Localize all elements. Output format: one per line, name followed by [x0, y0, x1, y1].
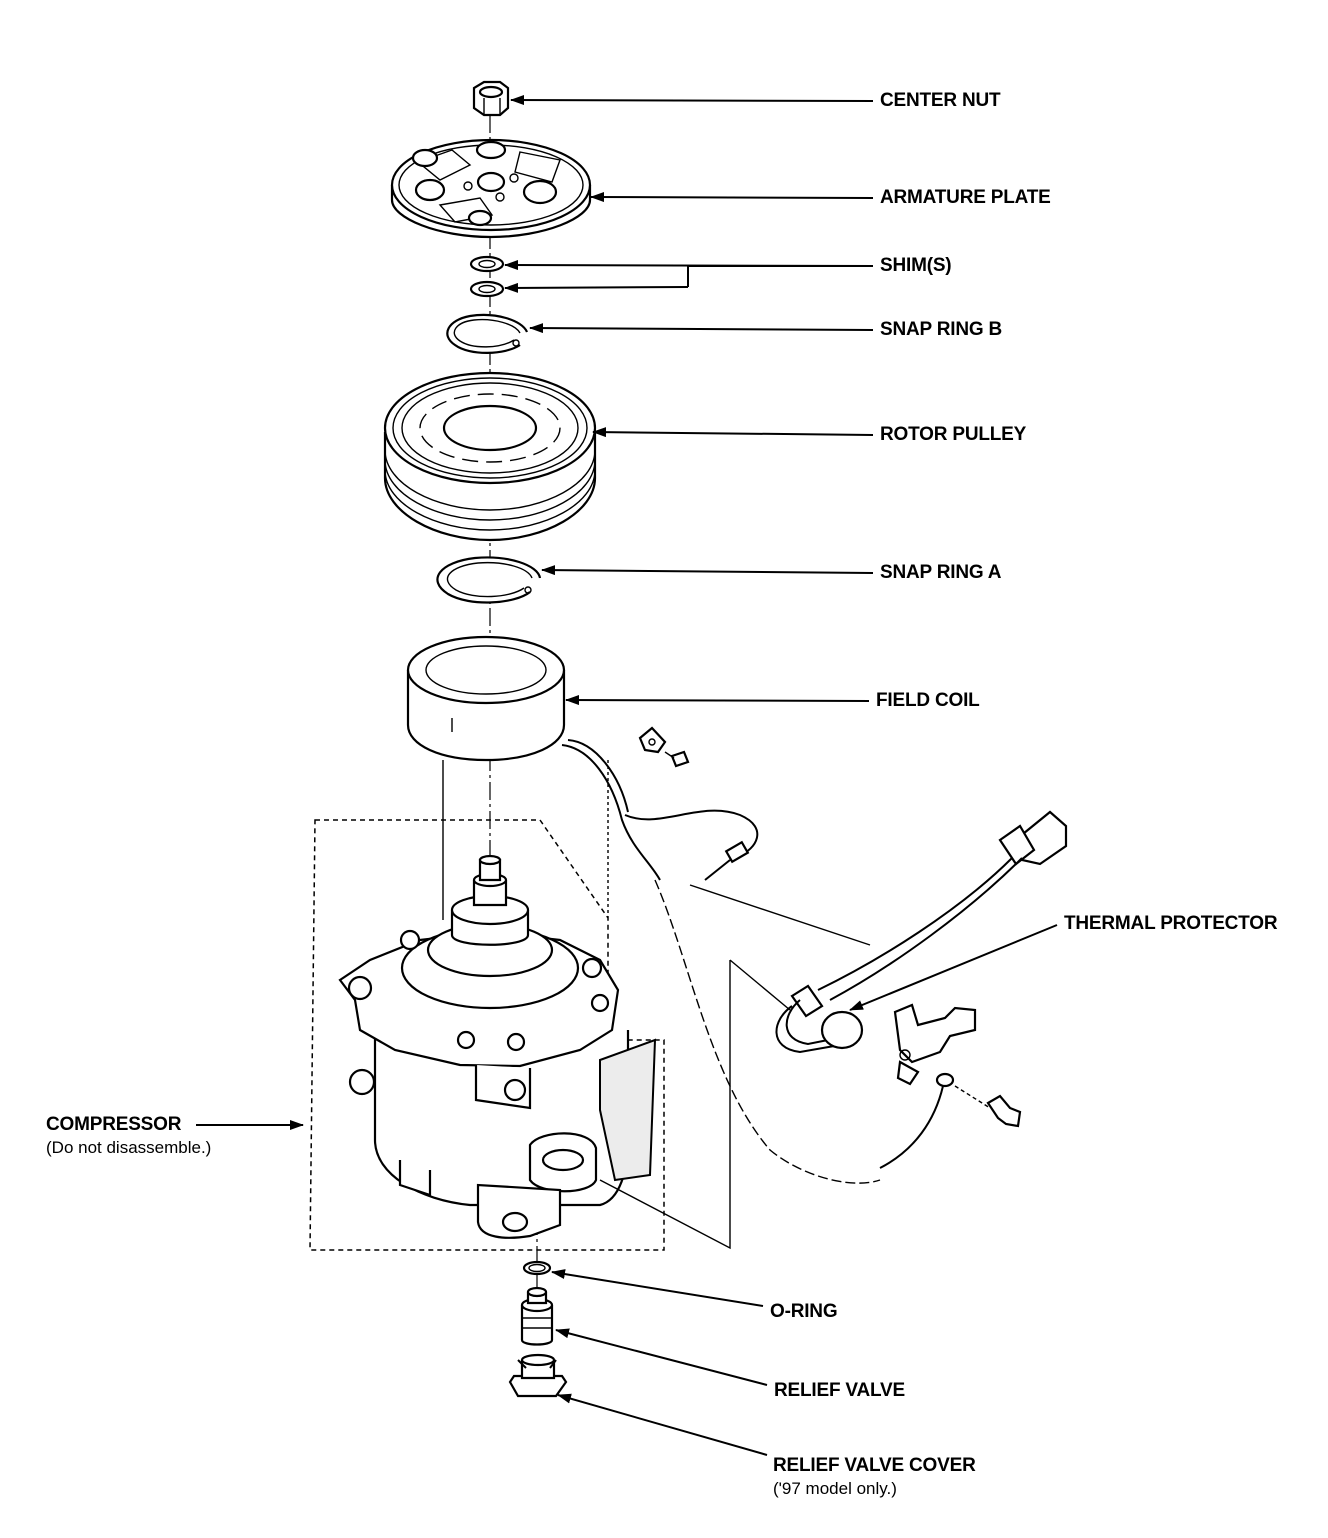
label-shims: SHIM(S)	[880, 255, 952, 276]
relief-valve-part	[520, 1286, 554, 1346]
sensor-leader-lines	[442, 760, 871, 1250]
label-relief-valve-cover: RELIEF VALVE COVER	[773, 1455, 976, 1476]
label-snap-ring-a: SNAP RING A	[880, 562, 1002, 583]
rotor-pulley-part	[383, 371, 597, 542]
snap-ring-a-part	[436, 556, 542, 604]
label-o-ring: O-RING	[770, 1301, 838, 1322]
armature-plate-part	[390, 138, 592, 239]
label-compressor: COMPRESSOR	[46, 1114, 182, 1135]
label-relief-valve-cover-note: ('97 model only.)	[773, 1479, 897, 1498]
ground-lead	[879, 1072, 1022, 1169]
field-coil-part	[406, 635, 566, 762]
field-coil-wire	[561, 739, 881, 1184]
label-snap-ring-b: SNAP RING B	[880, 319, 1003, 340]
leader-arrows	[196, 95, 1058, 1456]
label-armature-plate: ARMATURE PLATE	[880, 187, 1051, 208]
label-compressor-note: (Do not disassemble.)	[46, 1138, 212, 1157]
label-relief-valve: RELIEF VALVE	[774, 1380, 905, 1401]
shim-parts	[469, 255, 505, 298]
o-ring-part	[522, 1260, 552, 1276]
wire-clip-part	[638, 726, 690, 768]
snap-ring-b-part	[446, 313, 529, 354]
center-nut-part	[472, 80, 510, 117]
relief-valve-cover-part	[508, 1353, 568, 1398]
compressor-boundary	[309, 819, 665, 1251]
compressor-part	[338, 854, 657, 1239]
label-thermal-protector: THERMAL PROTECTOR	[1064, 913, 1278, 934]
label-rotor-pulley: ROTOR PULLEY	[880, 424, 1027, 445]
label-center-nut: CENTER NUT	[880, 90, 1001, 111]
label-field-coil: FIELD COIL	[876, 690, 980, 711]
thermal-protector-part	[775, 810, 1068, 1086]
